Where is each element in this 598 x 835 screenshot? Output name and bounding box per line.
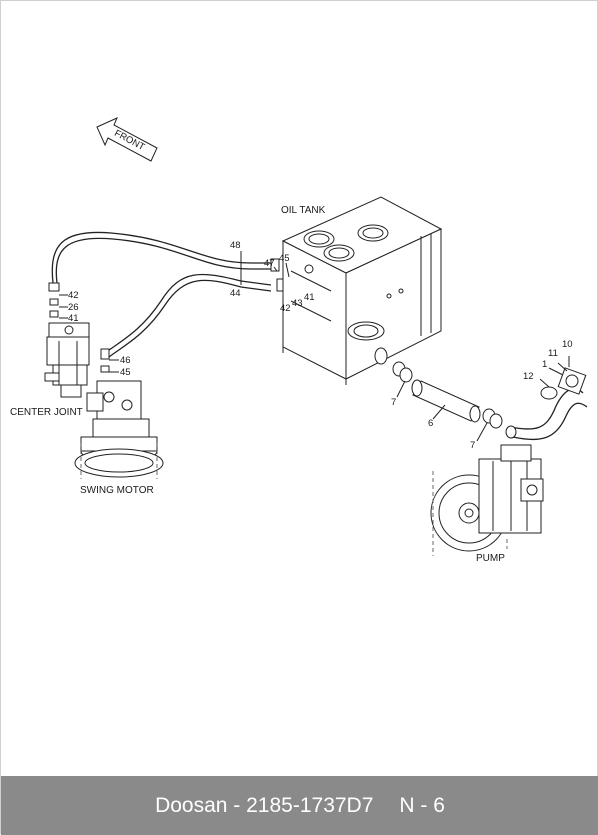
swing-motor [74,380,164,479]
callout-48: 48 [230,240,241,251]
callout-42-tank: 42 [280,303,291,314]
part-number-text: Doosan - 2185-1737D7 [155,793,374,817]
page-reference: N - 6 [399,793,445,817]
callout-12: 12 [523,371,534,382]
suction-line [374,347,588,441]
center-joint [44,322,90,398]
hydraulic-parts-diagram: FRONT [10,117,588,564]
callout-44: 44 [230,288,241,299]
callout-42-joint: 42 [68,290,79,301]
pump [430,444,544,556]
oil-tank [281,196,443,385]
callout-7-lower: 7 [470,440,475,451]
callout-45-tank: 45 [279,253,290,264]
callout-47: 47 [264,258,275,269]
callout-7-upper: 7 [391,397,396,408]
callout-41-tank: 41 [304,292,315,303]
footer-bar: Doosan - 2185-1737D7 N - 6 [1,776,598,835]
callout-43: 43 [292,298,303,309]
callout-10: 10 [562,339,573,350]
callout-6: 6 [428,418,433,429]
leader-lines [59,251,564,442]
center-joint-label: CENTER JOINT [10,407,83,418]
callout-45-motor: 45 [120,367,131,378]
callout-41-joint: 41 [68,313,79,324]
callout-46: 46 [120,355,131,366]
pump-label: PUMP [476,553,505,564]
callout-1: 1 [542,359,547,370]
callout-26: 26 [68,302,79,313]
front-arrow: FRONT [96,117,158,162]
swing-motor-label: SWING MOTOR [80,485,154,496]
oil-tank-label: OIL TANK [281,205,326,216]
callout-11: 11 [548,348,558,359]
